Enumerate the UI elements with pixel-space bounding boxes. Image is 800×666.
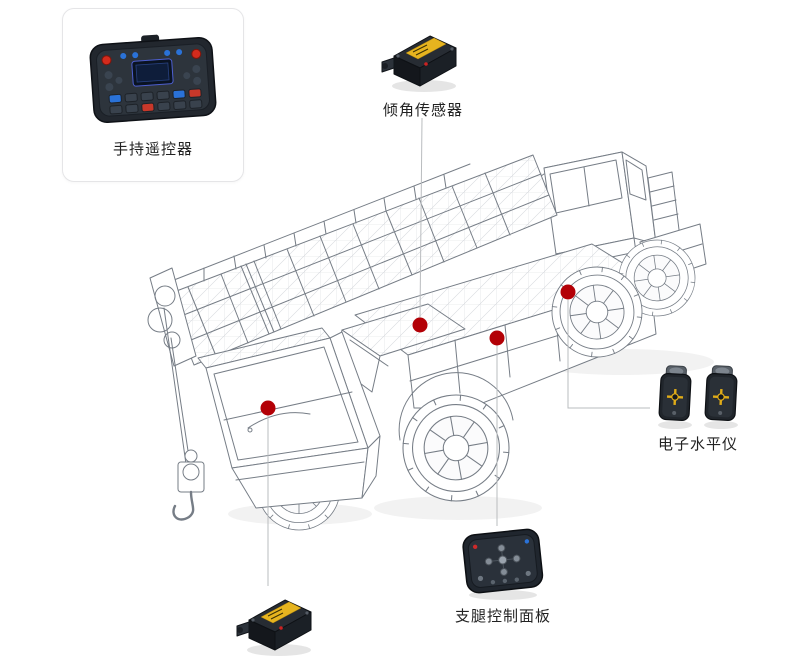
callout-line-tilt-top [419,117,423,319]
remote-control-card: 手持遥控器 [62,8,244,182]
boom-head [147,267,197,367]
callout-outrigger-panel: 支腿控制面板 [455,524,552,626]
callout-tilt-sensor-top: 倾角传感器 [377,22,469,120]
tilt-sensor-top-label: 倾角传感器 [382,102,463,119]
outrigger-panel-image [462,528,544,600]
tilt-sensor-image [236,599,312,656]
remote-control-label: 手持遥控器 [112,140,193,158]
callout-line-level [567,300,650,409]
tilt-sensor-image [381,35,457,92]
outrigger-panel-label: 支腿控制面板 [455,608,552,625]
callout-tilt-sensor-bottom: 倾角传感器 [232,586,324,666]
wheel-fender [398,372,514,441]
install-point-marker-cab [260,400,276,416]
install-point-marker-deck [489,330,505,346]
hook-block [163,307,205,521]
remote-control-image [89,34,217,123]
install-point-marker-rear [560,284,576,300]
install-point-marker-housing [412,317,428,333]
operator-cab [197,327,381,509]
electronic-level-label: 电子水平仪 [657,436,738,453]
callout-electronic-level: 电子水平仪 [648,364,748,454]
electronic-level-image [658,365,738,429]
exhaust-stack [647,171,681,245]
